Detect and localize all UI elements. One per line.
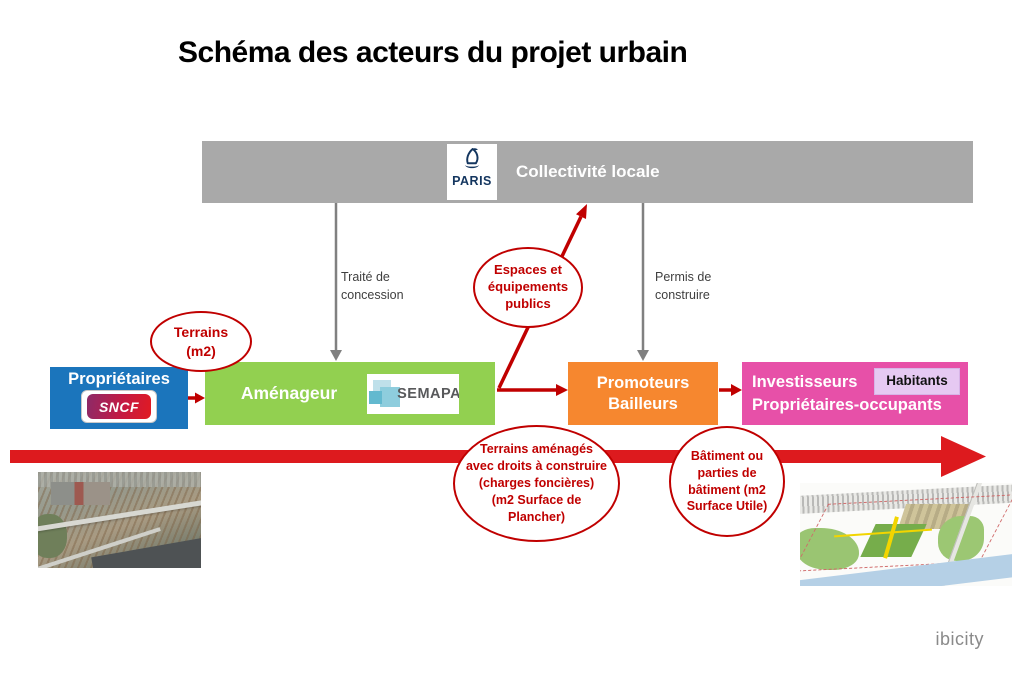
semapa-logo-text: SEMAPA (397, 385, 460, 402)
box-proprietaires: Propriétaires SNCF (50, 367, 188, 429)
oval-terrains-m2: Terrains (m2) (150, 311, 252, 372)
oval-terrains-amenages: Terrains aménagés avec droits à construi… (453, 425, 620, 542)
semapa-squares-icon (369, 390, 383, 404)
box-investisseurs: Investisseurs Propriétaires-occupants Ha… (742, 362, 968, 425)
sncf-logo-plate: SNCF (87, 394, 151, 420)
arrow-promoteurs-investisseurs (719, 384, 742, 396)
paris-logo-text: PARIS (452, 174, 492, 188)
aerial-buildings (51, 481, 110, 505)
paris-sailboat-icon (464, 147, 480, 169)
semapa-squares-icon (380, 386, 401, 407)
oval-espaces-equipements-publics: Espaces et équipements publics (473, 247, 583, 328)
ibicity-logo: ibicity (935, 629, 984, 649)
concession-arrow (330, 203, 342, 361)
sncf-logo: SNCF (81, 390, 157, 424)
proprietaires-label: Propriétaires (68, 370, 170, 388)
arrow-amenageur-promoteurs (497, 384, 568, 396)
arrow-proprietaires-amenageur (186, 392, 205, 404)
investisseurs-label: Investisseurs Propriétaires-occupants (752, 373, 942, 414)
habitants-badge: Habitants (874, 368, 960, 395)
box-amenageur: Aménageur SEMAPA (205, 362, 495, 425)
collectivite-bar: PARIS Collectivité locale (202, 141, 973, 203)
collectivite-label: Collectivité locale (516, 162, 660, 181)
masterplan-image (800, 483, 1012, 586)
sncf-logo-text: SNCF (98, 398, 140, 415)
aerial-photo-railyards (38, 472, 201, 568)
amenageur-label: Aménageur (240, 383, 338, 403)
permis-arrow (637, 203, 649, 361)
paris-logo: PARIS (447, 144, 497, 200)
semapa-logo: SEMAPA (367, 373, 460, 414)
oval-batiment-surface-utile: Bâtiment ou parties de bâtiment (m2 Surf… (669, 426, 785, 537)
box-promoteurs-bailleurs: Promoteurs Bailleurs (568, 362, 718, 425)
permis-construire-label: Permis de construire (655, 270, 712, 303)
page-title: Schéma des acteurs du projet urbain (178, 36, 688, 69)
traite-concession-label: Traité de concession (341, 270, 404, 303)
